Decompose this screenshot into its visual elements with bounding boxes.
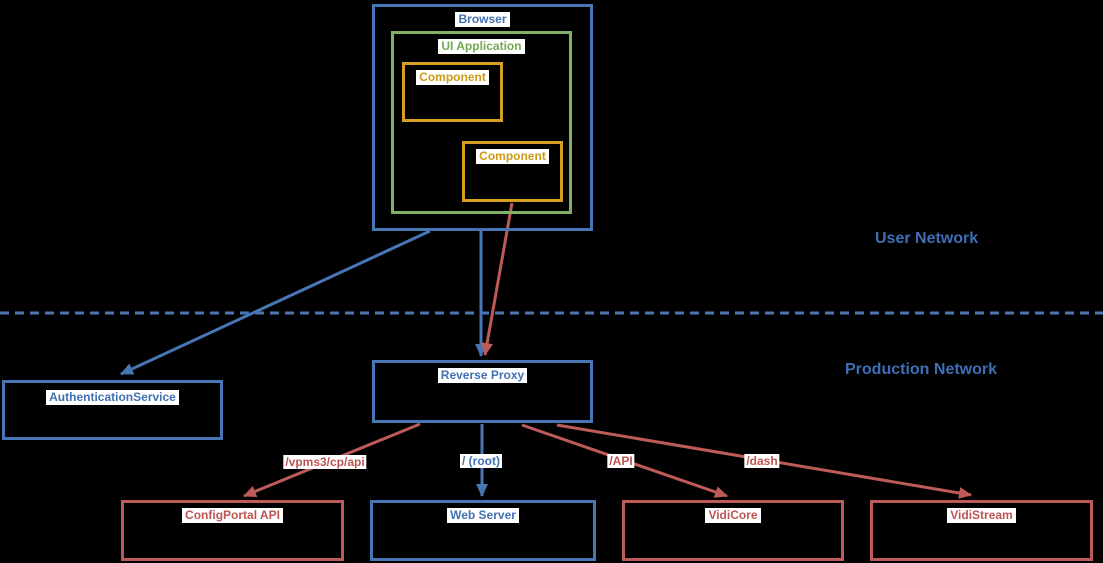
- configportal-api-label: ConfigPortal API: [182, 508, 283, 523]
- vidistream-label: VidiStream: [947, 508, 1016, 523]
- vidistream-node: VidiStream: [870, 500, 1093, 561]
- edge-browser-to-auth-service: [120, 229, 431, 376]
- authentication-service-node: AuthenticationService: [2, 380, 223, 440]
- authentication-service-label: AuthenticationService: [46, 390, 179, 405]
- browser-label: Browser: [455, 12, 510, 27]
- vidicore-node: VidiCore: [622, 500, 844, 561]
- vidicore-label: VidiCore: [705, 508, 761, 523]
- reverse-proxy-node: Reverse Proxy: [372, 360, 593, 423]
- ui-application-label: UI Application: [438, 39, 525, 54]
- edge-label-vpms3-cp-api: /vpms3/cp/api: [283, 455, 367, 469]
- edge-label-api: /API: [607, 454, 635, 468]
- reverse-proxy-label: Reverse Proxy: [437, 368, 528, 383]
- browser-node: Browser: [372, 4, 593, 231]
- configportal-api-node: ConfigPortal API: [121, 500, 344, 561]
- component-bottom-node: Component: [462, 141, 563, 202]
- ui-application-node: UI Application: [391, 31, 572, 214]
- web-server-label: Web Server: [447, 508, 519, 523]
- component-top-node: Component: [402, 62, 503, 122]
- edge-label-root: / (root): [460, 454, 502, 468]
- edge-label-dash: /dash: [744, 454, 780, 468]
- user-network-region-label: User Network: [875, 230, 979, 247]
- component-top-label: Component: [416, 70, 489, 85]
- component-bottom-label: Component: [476, 149, 549, 164]
- web-server-node: Web Server: [370, 500, 596, 561]
- production-network-region-label: Production Network: [845, 361, 998, 378]
